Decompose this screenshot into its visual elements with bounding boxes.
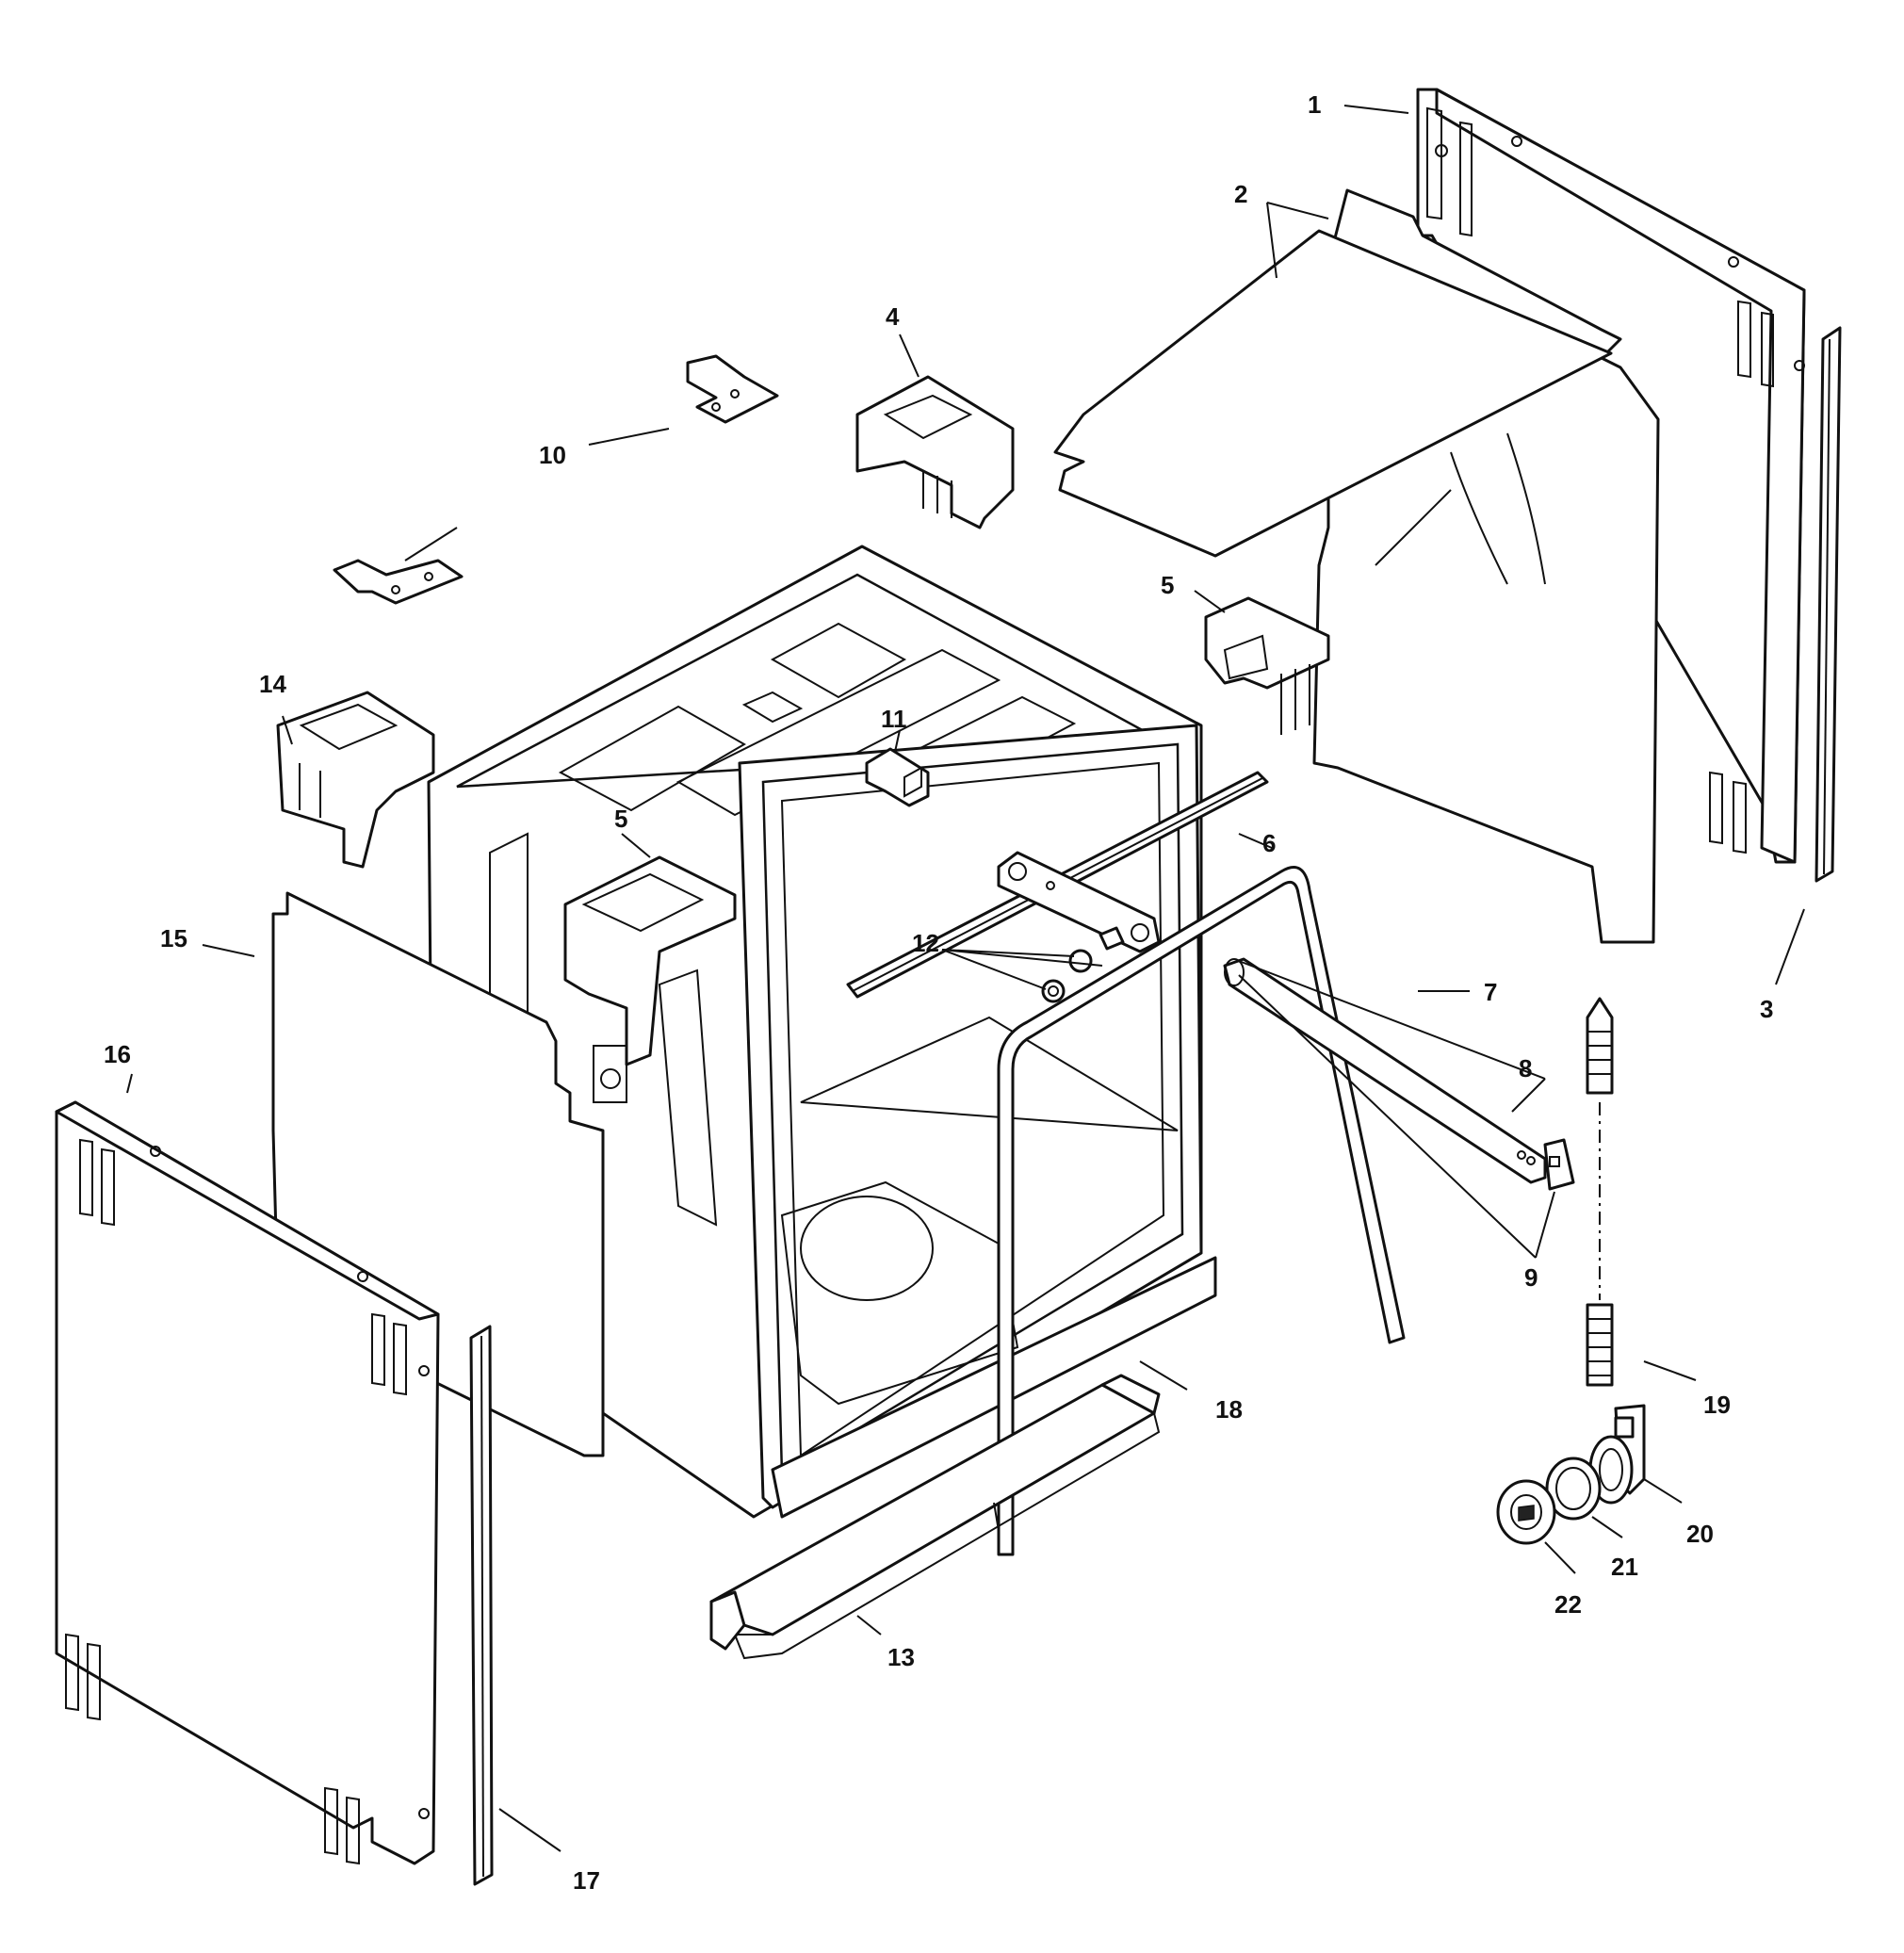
callout-15: 15 bbox=[160, 924, 187, 952]
callout-5-right: 5 bbox=[1161, 571, 1174, 599]
callout-4: 4 bbox=[886, 302, 900, 331]
rail-end-cap bbox=[1543, 1138, 1575, 1191]
callout-14: 14 bbox=[259, 670, 286, 698]
callout-20: 20 bbox=[1686, 1520, 1714, 1548]
callout-9: 9 bbox=[1524, 1263, 1538, 1292]
callout-6: 6 bbox=[1262, 829, 1276, 857]
drain-hose-connector bbox=[1586, 997, 1614, 1387]
callout-labels: 1 2 3 4 5 5 6 7 8 9 10 11 12 13 14 15 16… bbox=[104, 90, 1773, 1895]
callout-1: 1 bbox=[1308, 90, 1321, 119]
callout-11: 11 bbox=[881, 705, 907, 733]
mounting-bracket-upper bbox=[686, 354, 779, 424]
top-bracket bbox=[855, 375, 1015, 529]
drain-cap bbox=[1496, 1479, 1556, 1545]
side-bracket-left bbox=[563, 855, 737, 1103]
left-side-panel bbox=[55, 1100, 440, 1865]
callout-22: 22 bbox=[1554, 1590, 1582, 1619]
top-clip bbox=[865, 747, 930, 807]
callout-12: 12 bbox=[912, 929, 939, 957]
right-trim-strip bbox=[1814, 326, 1842, 883]
hinge-washers bbox=[1041, 926, 1125, 1003]
callout-13: 13 bbox=[887, 1643, 915, 1671]
callout-18: 18 bbox=[1215, 1395, 1243, 1424]
callout-16: 16 bbox=[104, 1040, 131, 1068]
door-gasket bbox=[997, 866, 1406, 1556]
left-trim-strip bbox=[469, 1325, 494, 1886]
callout-5-left: 5 bbox=[614, 805, 627, 833]
side-bracket-right bbox=[1204, 596, 1330, 735]
hinge-plate bbox=[997, 851, 1161, 953]
callout-17: 17 bbox=[573, 1866, 600, 1895]
leader-lines bbox=[126, 105, 1805, 1852]
toe-kick-bracket bbox=[709, 1374, 1161, 1660]
drain-gasket-ring bbox=[1545, 1457, 1602, 1521]
right-insulation-pad bbox=[1053, 188, 1660, 944]
mounting-bracket-lower bbox=[333, 559, 464, 605]
callout-10: 10 bbox=[539, 441, 566, 469]
callout-7: 7 bbox=[1484, 978, 1497, 1006]
callout-3: 3 bbox=[1760, 995, 1773, 1023]
callout-21: 21 bbox=[1611, 1553, 1638, 1581]
callout-8: 8 bbox=[1519, 1054, 1532, 1082]
lower-rail bbox=[1223, 957, 1547, 1184]
left-bracket bbox=[276, 691, 435, 869]
callout-19: 19 bbox=[1703, 1391, 1731, 1419]
callout-2: 2 bbox=[1234, 180, 1247, 208]
